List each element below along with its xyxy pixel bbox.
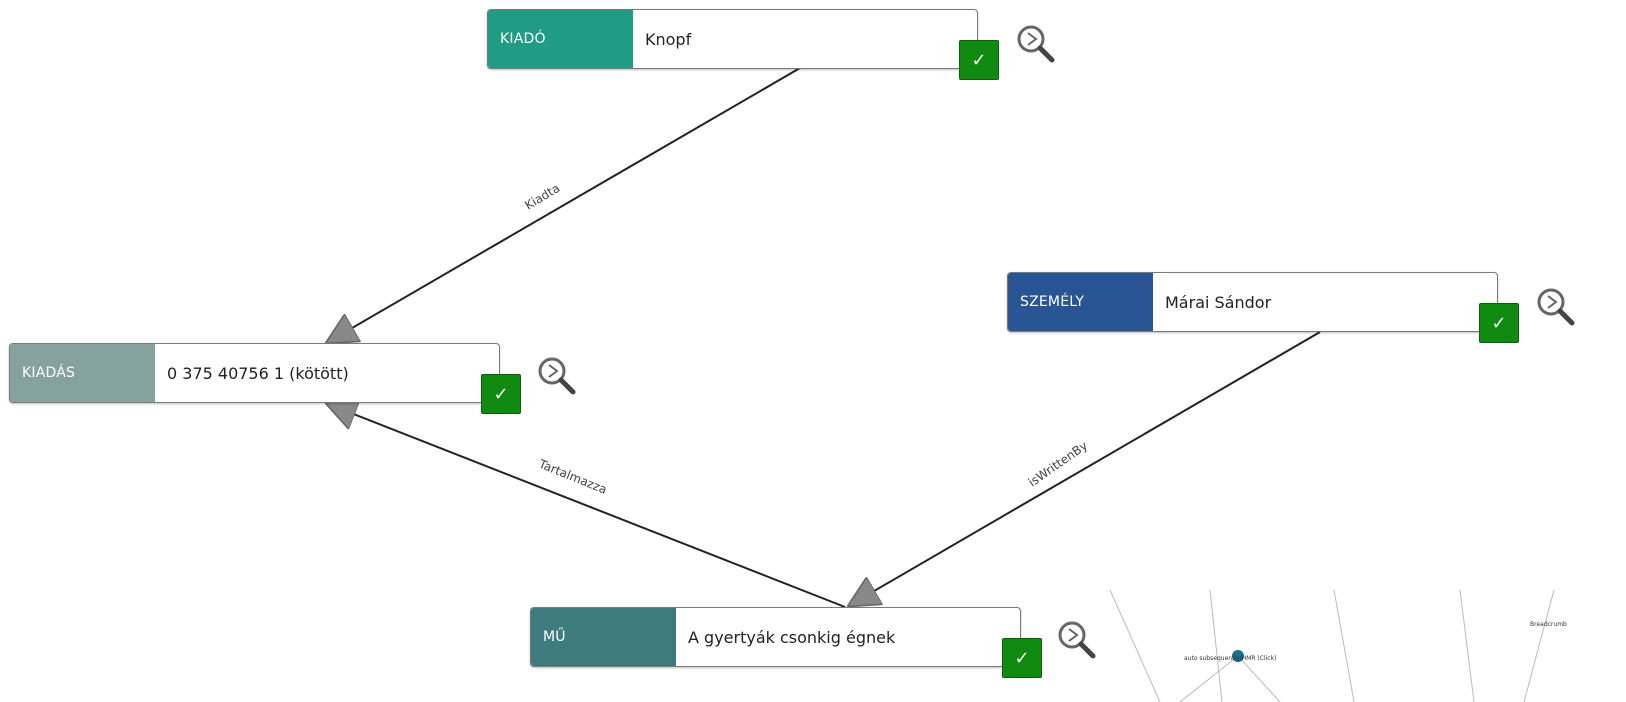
- edge-iswrittenby: [850, 331, 1321, 605]
- minimap-node: [1232, 650, 1244, 662]
- node-value: Knopf: [645, 29, 692, 49]
- node-value: A gyertyák csonkig égnek: [688, 627, 896, 647]
- confirm-check-button[interactable]: ✓: [1002, 638, 1042, 678]
- minimap-label: auto subsequently/HMR (Click): [1184, 655, 1276, 662]
- node-type-label: KIADÓ: [488, 10, 633, 68]
- node-type-label: KIADÁS: [10, 344, 155, 402]
- node-szemely[interactable]: SZEMÉLY Márai Sándor ✓: [1007, 272, 1519, 343]
- confirm-check-button[interactable]: ✓: [1479, 303, 1519, 343]
- node-mu[interactable]: MŰ A gyertyák csonkig égnek ✓: [530, 607, 1042, 678]
- edge-kiadta: [328, 67, 801, 342]
- minimap-label-right: Breadcrumb: [1530, 621, 1567, 628]
- node-type-label: SZEMÉLY: [1008, 273, 1153, 331]
- zoom-icon[interactable]: [533, 352, 581, 400]
- zoom-icon[interactable]: [1532, 283, 1580, 331]
- minimap[interactable]: auto subsequently/HMR (Click) Breadcrumb: [1110, 590, 1626, 702]
- node-value: Márai Sándor: [1165, 292, 1272, 312]
- confirm-check-button[interactable]: ✓: [959, 40, 999, 80]
- node-type-label: MŰ: [531, 608, 676, 666]
- edge-label-kiadta: Kiadta: [522, 181, 562, 213]
- node-kiado[interactable]: KIADÓ Knopf ✓: [487, 9, 999, 80]
- confirm-check-button[interactable]: ✓: [481, 374, 521, 414]
- node-value: 0 375 40756 1 (kötött): [167, 363, 349, 383]
- zoom-icon[interactable]: [1012, 20, 1060, 68]
- edge-label-iswrittenby: isWrittenBy: [1026, 438, 1090, 489]
- node-kiadas[interactable]: KIADÁS 0 375 40756 1 (kötött) ✓: [9, 343, 521, 414]
- zoom-icon[interactable]: [1053, 616, 1101, 664]
- edge-tartalmazza: [328, 404, 846, 608]
